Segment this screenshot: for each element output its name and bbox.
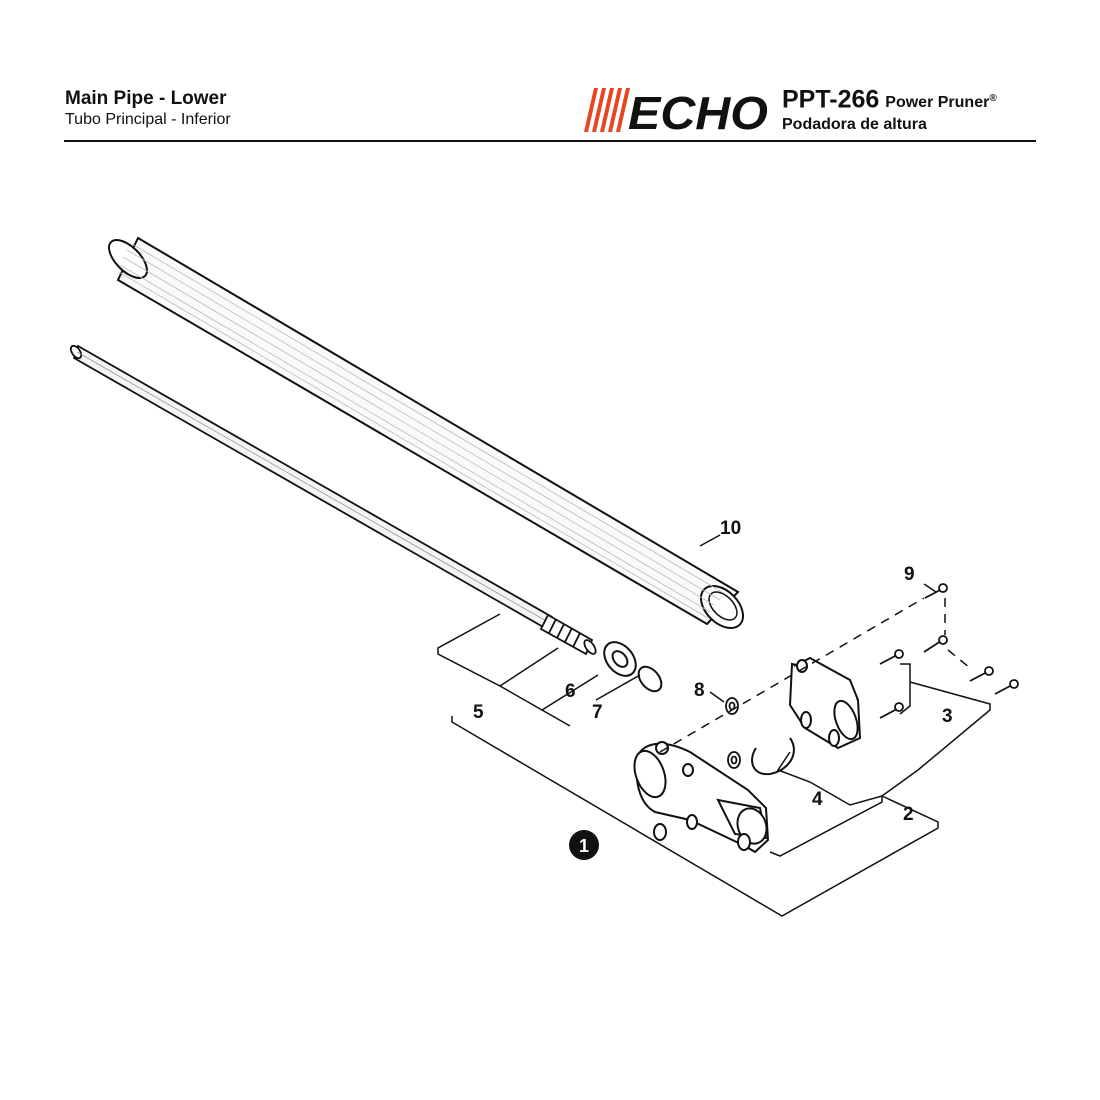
callout-5: 5 bbox=[473, 702, 484, 723]
bushing-part bbox=[603, 641, 637, 677]
snap-ring-part bbox=[637, 665, 663, 693]
callout-6: 6 bbox=[565, 681, 576, 702]
leader-lines bbox=[437, 534, 991, 917]
drive-shaft-part bbox=[69, 344, 597, 656]
page-title: Main Pipe - Lower bbox=[65, 88, 227, 109]
washer-part bbox=[725, 697, 741, 769]
screw-part bbox=[879, 583, 1019, 719]
echo-logo: ECHO bbox=[584, 87, 768, 134]
header-titles: Main Pipe - Lower Tubo Principal - Infer… bbox=[65, 88, 231, 130]
header-rule bbox=[64, 140, 1036, 142]
callout-8: 8 bbox=[694, 680, 705, 701]
model-number: PPT-266 bbox=[782, 85, 880, 114]
page-subtitle: Tubo Principal - Inferior bbox=[65, 111, 231, 128]
callout-9: 9 bbox=[904, 564, 915, 585]
callout-7: 7 bbox=[592, 702, 603, 723]
product-name: Power Pruner bbox=[885, 94, 990, 112]
callout-3: 3 bbox=[942, 706, 953, 727]
logo-wordmark: ECHO bbox=[628, 87, 768, 134]
model-line: PPT-266 Power Pruner® bbox=[782, 86, 997, 116]
model-block: PPT-266 Power Pruner® Podadora de altura bbox=[782, 86, 997, 134]
alignment-lines bbox=[659, 597, 971, 753]
registered-mark: ® bbox=[989, 93, 997, 104]
callout-1: 1 bbox=[579, 836, 589, 856]
housing-part bbox=[633, 741, 770, 854]
ring-part bbox=[751, 737, 795, 776]
product-name-es: Podadora de altura bbox=[782, 116, 927, 134]
callout-4: 4 bbox=[812, 789, 823, 810]
callout-1-badge: 1 bbox=[569, 830, 599, 860]
callout-2: 2 bbox=[903, 804, 914, 825]
logo-stripes-icon bbox=[584, 88, 630, 132]
callout-10: 10 bbox=[720, 518, 741, 539]
clamp-upper-part bbox=[788, 656, 862, 750]
main-pipe-part bbox=[108, 236, 744, 629]
